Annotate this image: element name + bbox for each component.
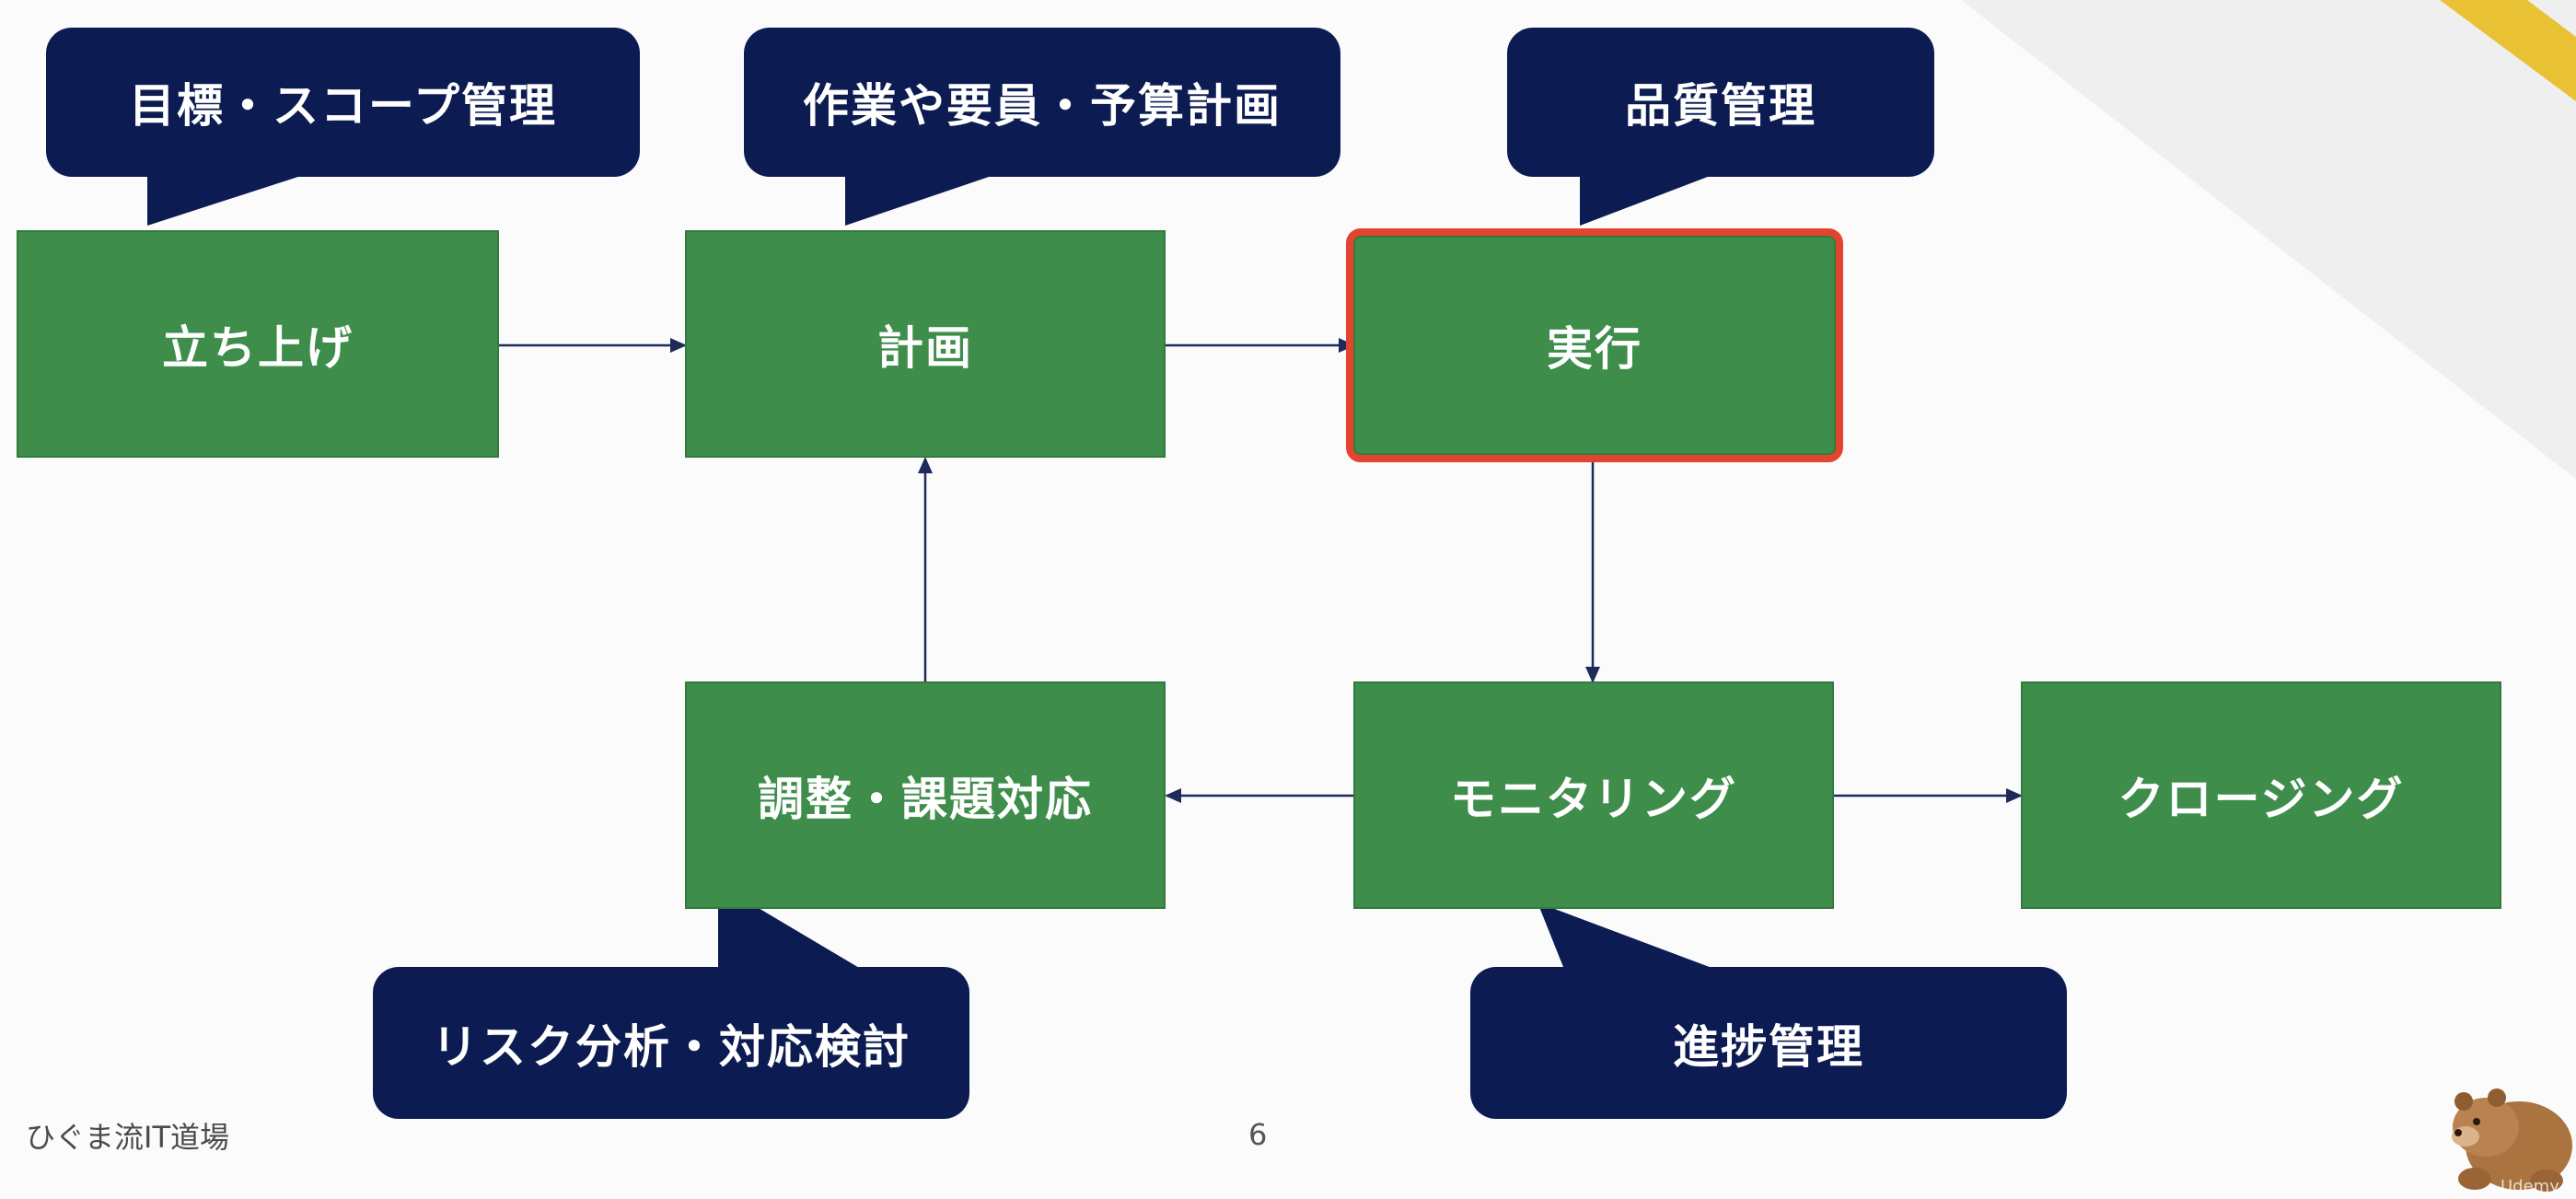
watermark-text: Udemy [2501, 1177, 2559, 1196]
node-monitoring-label: モニタリング [1450, 772, 1737, 826]
node-execution: 実行 [1346, 228, 1843, 462]
callout-tail-initiation [147, 175, 304, 226]
callout-monitoring-text: 進捗管理 [1673, 1019, 1864, 1074]
node-adjustment: 調整・課題対応 [685, 681, 1166, 909]
node-planning-label: 計画 [877, 320, 973, 375]
callout-planning-text: 作業や要員・予算計画 [803, 79, 1282, 133]
bear-mascot-icon: Udemy [2452, 1088, 2572, 1196]
node-closing-label: クロージング [2118, 772, 2405, 826]
node-initiation: 立ち上げ [17, 230, 499, 458]
node-execution-label: 実行 [1547, 322, 1642, 376]
node-closing: クロージング [2021, 681, 2501, 909]
node-initiation-label: 立ち上げ [162, 320, 354, 375]
callout-monitoring: 進捗管理 [1470, 967, 2067, 1119]
callout-tail-execution [1580, 175, 1712, 226]
callout-execution: 品質管理 [1507, 28, 1934, 177]
callout-planning: 作業や要員・予算計画 [744, 28, 1340, 177]
node-planning: 計画 [685, 230, 1166, 458]
footer-brand: ひぐま流IT道場 [26, 1120, 229, 1155]
node-monitoring: モニタリング [1353, 681, 1834, 909]
callout-initiation: 目標・スコープ管理 [46, 28, 640, 177]
node-adjustment-label: 調整・課題対応 [758, 772, 1093, 826]
callout-tail-planning [845, 175, 994, 226]
callout-initiation-text: 目標・スコープ管理 [129, 79, 557, 133]
callout-execution-text: 品質管理 [1625, 79, 1816, 133]
accent-stripe [2440, 0, 2576, 101]
page-number: 6 [1248, 1117, 1268, 1152]
callout-adjustment: リスク分析・対応検討 [373, 967, 969, 1119]
callout-adjustment-text: リスク分析・対応検討 [432, 1019, 911, 1074]
callout-tail-monitoring [1537, 902, 1722, 972]
